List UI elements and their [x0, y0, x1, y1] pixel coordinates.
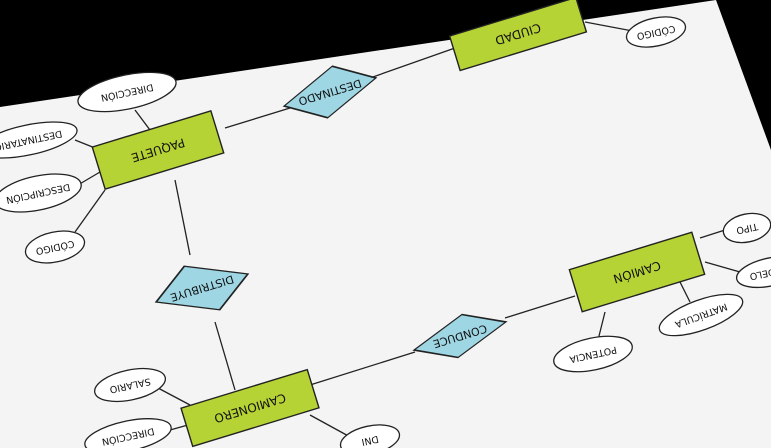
- attribute-camion-tipo: TIPO: [722, 212, 771, 244]
- entity-ciudad: CIUDAD: [448, 0, 588, 72]
- attribute-paquete-destinatario: DESTINATARIO: [0, 121, 78, 159]
- attribute-paquete-codigo: CÓDIGO: [24, 230, 86, 264]
- attribute-paquete-descripcion: DESCRIPCIÓN: [0, 173, 82, 213]
- attribute-camion-potencia: POTENCIA: [553, 335, 633, 373]
- attribute-ciudad-codigo: CÓDIGO: [625, 16, 687, 48]
- attribute-camionero-dni-label: DNI: [360, 433, 379, 447]
- entity-camion: CAMIÓN: [568, 231, 706, 313]
- attribute-camion-tipo-label: TIPO: [735, 220, 760, 236]
- entity-paquete: PAQUETE: [91, 109, 225, 191]
- relationship-distribuye: DISTRIBUYE: [154, 265, 250, 311]
- attribute-paquete-direccion: DIRECCIÓN: [77, 71, 177, 113]
- attribute-camion-modelo: MODELO: [735, 255, 771, 289]
- entity-camionero: CAMIONERO: [180, 368, 320, 448]
- attribute-camionero-salario: SALARIO: [93, 367, 167, 403]
- relationship-destinado: DESTINADO: [282, 65, 378, 119]
- attribute-camionero-direccion: DIRECCIÓN: [84, 418, 172, 448]
